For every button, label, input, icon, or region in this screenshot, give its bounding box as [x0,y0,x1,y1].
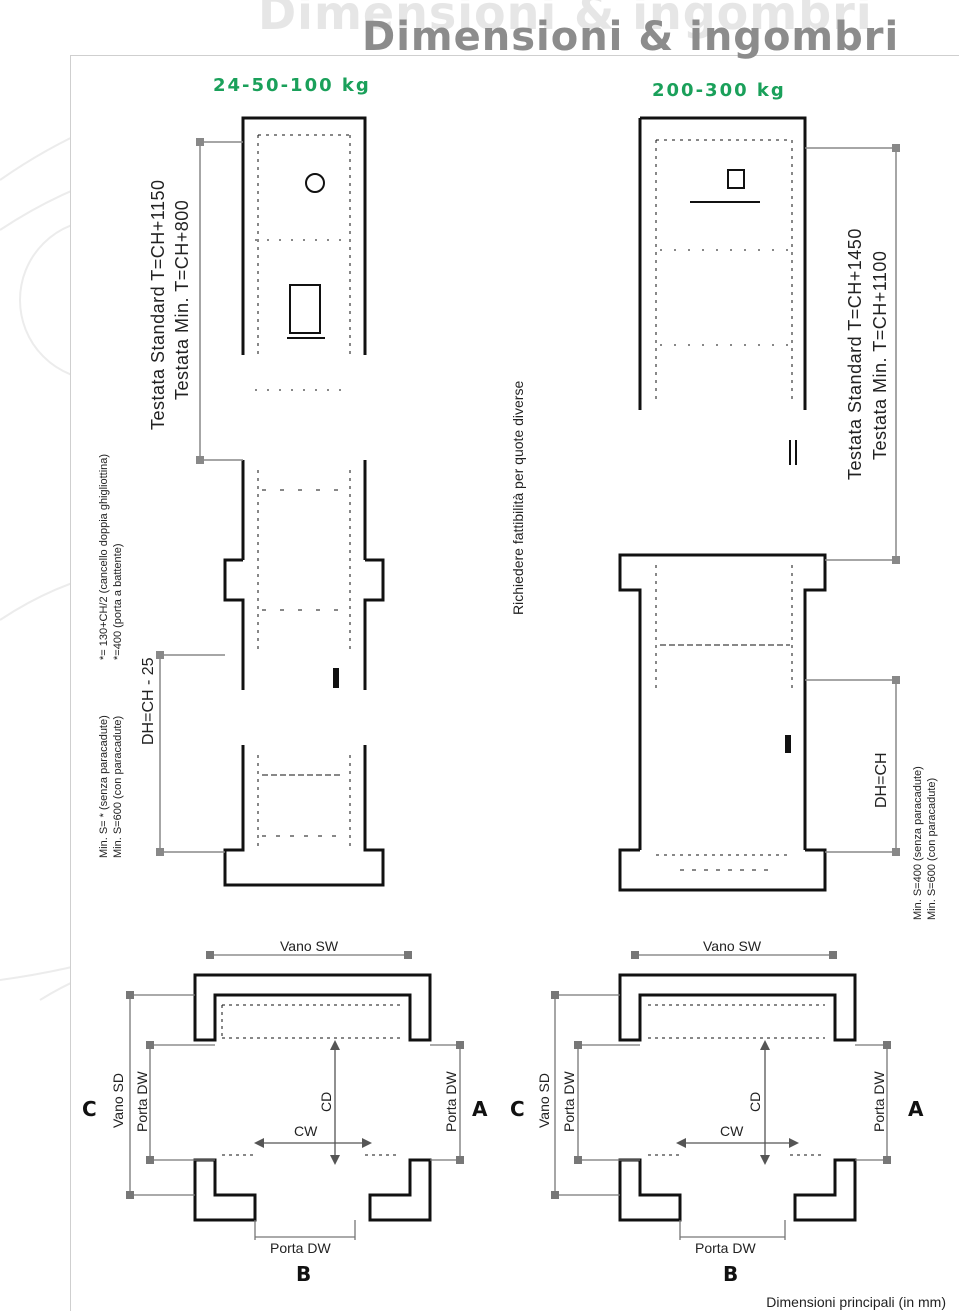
testata-min-left: Testata Min. T=CH+800 [172,199,192,400]
letter-c-right: C [510,1097,525,1121]
porta-dw-left-side: Porta DW [134,1071,150,1132]
title-shadow: Dimensioni & ingombri [258,0,873,40]
vano-sd-left: Vano SD [110,1073,126,1128]
vano-sd-right: Vano SD [536,1073,552,1128]
cd-label-left: CD [318,1091,334,1112]
testata-standard-right: Testata Standard T=CH+1450 [845,228,865,480]
min-s-right-2: Min. S=600 (con paracadute) [926,777,938,920]
letter-a-right: A [908,1097,924,1121]
cw-label-right: CW [720,1123,744,1139]
note-left-2: *=400 (porta a battente) [112,543,124,661]
elevation-left [156,116,385,887]
plan-right [551,951,891,1240]
elevation-right [618,116,900,892]
cw-label-left: CW [294,1123,318,1139]
porta-dw-bottom-right: Porta DW [695,1240,756,1256]
min-s-right-1: Min. S=400 (senza paracadute) [912,766,924,920]
letter-b-right: B [723,1262,739,1286]
dh-left: DH=CH - 25 [140,657,157,745]
vano-sw-left: Vano SW [280,938,339,954]
min-s-left-2: Min. S=600 (con paracadute) [112,715,124,858]
note-left-1: *= 130+CH/2 (cancello doppia ghigliottin… [98,453,110,660]
content-frame [70,55,959,1311]
letter-a-left: A [472,1097,488,1121]
letter-c-left: C [82,1097,97,1121]
page-title: Dimensioni & ingombri [362,14,900,60]
letter-b-left: B [296,1262,312,1286]
porta-dw-right-side: Porta DW [443,1071,459,1132]
cd-label-right: CD [747,1091,763,1112]
testata-standard-left: Testata Standard T=CH+1150 [148,179,168,431]
porta-dw-right-plan-left-side: Porta DW [561,1071,577,1132]
dh-right: DH=CH [873,752,890,808]
porta-dw-right-plan-right-side: Porta DW [871,1071,887,1132]
plan-left [126,951,464,1240]
weight-label-left: 24-50-100 kg [213,75,371,96]
vano-sw-right: Vano SW [703,938,762,954]
min-s-left-1: Min. S= * (senza paracadute) [98,715,110,858]
weight-label-right: 200-300 kg [652,80,786,101]
footer-caption: Dimensioni principali (in mm) [766,1294,946,1310]
porta-dw-bottom-left: Porta DW [270,1240,331,1256]
testata-min-right: Testata Min. T=CH+1100 [870,250,890,460]
feasibility-note: Richiedere fattibilità per quote diverse [510,380,526,615]
